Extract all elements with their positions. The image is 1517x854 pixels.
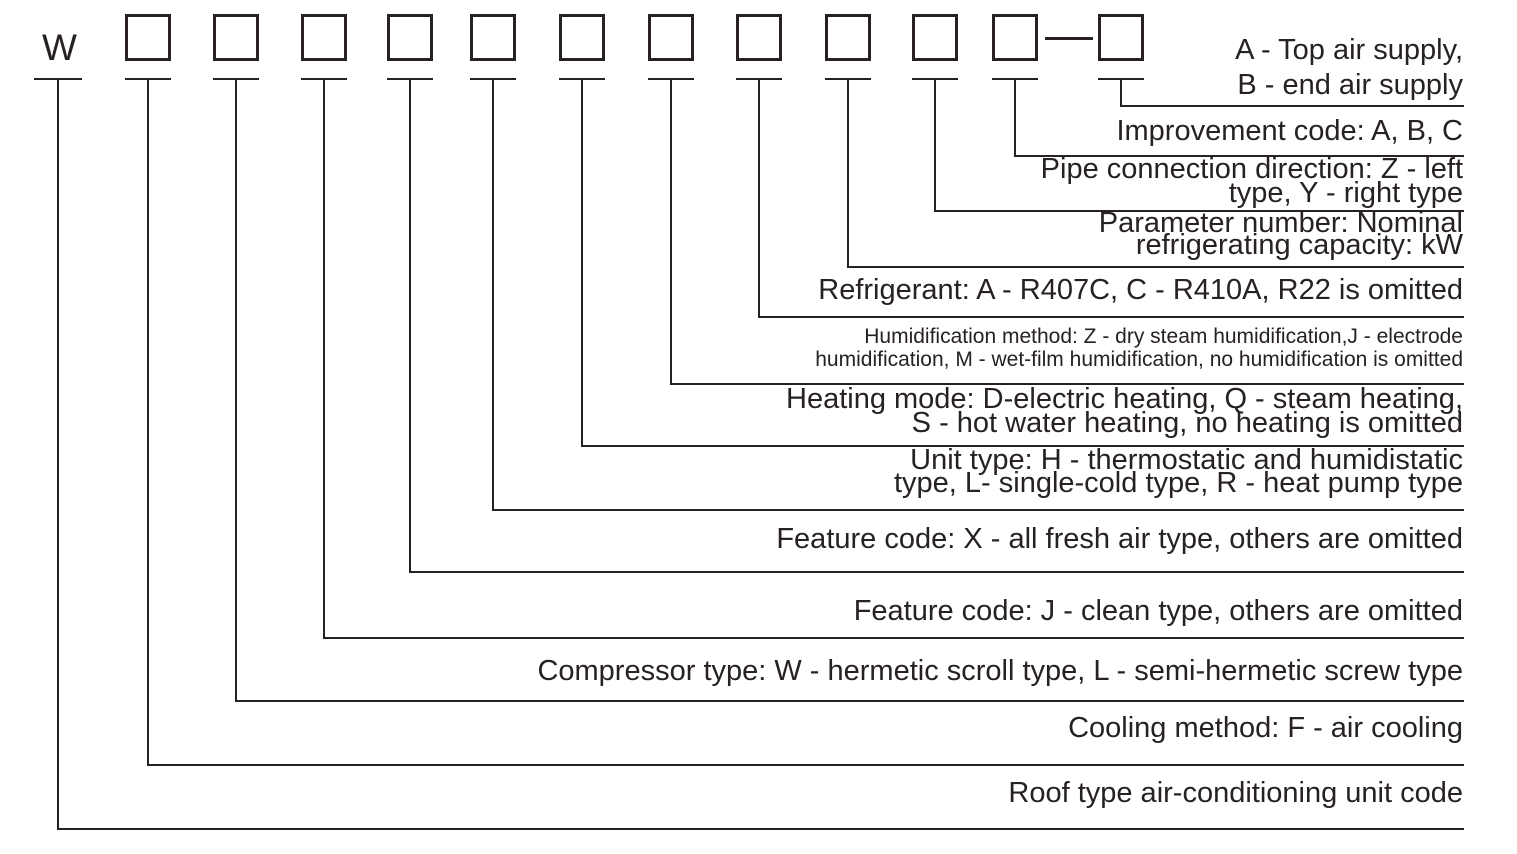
label-humidification-method: Humidification method: Z - dry steam hum… (815, 325, 1463, 371)
tick-bar-1 (125, 78, 171, 80)
label-refrigerant: Refrigerant: A - R407C, C - R410A, R22 i… (818, 276, 1463, 305)
label-air-supply-line2: B - end air supply (1237, 69, 1463, 101)
label-heating-mode: Heating mode: D-electric heating, Q - st… (786, 383, 1463, 439)
label-cooling-method-line1: Cooling method: F - air cooling (1068, 712, 1463, 744)
label-compressor-type-line1: Compressor type: W - hermetic scroll typ… (537, 655, 1463, 687)
code-box-7 (648, 14, 694, 61)
connector-line-12 (1120, 80, 1464, 107)
label-feature-code-x-line1: Feature code: X - all fresh air type, ot… (776, 523, 1463, 555)
code-box-2 (213, 14, 259, 61)
code-box-9 (825, 14, 871, 61)
connector-line-11 (1014, 80, 1464, 157)
code-box-1 (125, 14, 171, 61)
tick-bar-9 (825, 78, 871, 80)
label-improvement-code-line1: Improvement code: A, B, C (1116, 115, 1463, 147)
label-roof-type-code-line1: Roof type air-conditioning unit code (1008, 777, 1463, 809)
code-box-4 (387, 14, 433, 61)
tick-bar-6 (559, 78, 605, 80)
tick-bar-8 (736, 78, 782, 80)
code-box-12 (1098, 14, 1144, 61)
tick-bar-7 (648, 78, 694, 80)
connector-line-4 (409, 80, 1464, 573)
label-unit-type-line2: type, L- single-cold type, R - heat pump… (893, 467, 1463, 499)
code-box-11 (992, 14, 1038, 61)
label-pipe-connection-line2: type, Y - right type (1228, 177, 1463, 209)
tick-bar-prefix (34, 78, 82, 80)
connector-line-3 (323, 80, 1464, 639)
tick-bar-4 (387, 78, 433, 80)
code-box-10 (912, 14, 958, 61)
tick-bar-10 (912, 78, 958, 80)
code-box-8 (736, 14, 782, 61)
code-box-6 (559, 14, 605, 61)
label-air-supply: A - Top air supply, B - end air supply (1235, 33, 1463, 103)
label-feature-code-j: Feature code: J - clean type, others are… (854, 597, 1463, 626)
connector-line-10 (934, 80, 1464, 212)
code-box-3 (301, 14, 347, 61)
label-parameter-number-line1: Parameter number: Nominal (1098, 207, 1463, 239)
label-pipe-connection: Pipe connection direction: Z - left type… (1040, 153, 1463, 209)
label-humidification-method-line1: Humidification method: Z - dry steam hum… (864, 325, 1463, 348)
connector-line-9 (847, 80, 1464, 268)
tick-bar-12 (1098, 78, 1144, 80)
tick-bar-2 (213, 78, 259, 80)
connector-line-2 (235, 80, 1464, 702)
connector-line-7 (670, 80, 1464, 385)
label-refrigerant-line1: Refrigerant: A - R407C, C - R410A, R22 i… (818, 274, 1463, 306)
label-unit-type: Unit type: H - thermostatic and humidist… (893, 444, 1463, 499)
connector-line-1 (147, 80, 1464, 766)
label-parameter-number: Parameter number: Nominal refrigerating … (1098, 207, 1463, 261)
code-prefix-letter: W (42, 27, 77, 68)
connector-line-5 (492, 80, 1464, 511)
tick-bar-5 (470, 78, 516, 80)
separator-dash (1045, 37, 1093, 40)
label-cooling-method: Cooling method: F - air cooling (1068, 714, 1463, 743)
connector-line-8 (758, 80, 1464, 318)
code-box-5 (470, 14, 516, 61)
label-pipe-connection-line1: Pipe connection direction: Z - left (1040, 153, 1463, 185)
label-roof-type-code: Roof type air-conditioning unit code (1008, 779, 1463, 808)
label-improvement-code: Improvement code: A, B, C (1116, 117, 1463, 146)
label-feature-code-j-line1: Feature code: J - clean type, others are… (853, 595, 1463, 627)
label-feature-code-x: Feature code: X - all fresh air type, ot… (776, 525, 1463, 554)
connector-line-6 (581, 80, 1464, 447)
label-parameter-number-line2: refrigerating capacity: kW (1135, 229, 1463, 261)
label-air-supply-line1: A - Top air supply, (1235, 34, 1463, 66)
tick-bar-3 (301, 78, 347, 80)
label-humidification-method-line2: humidification, M - wet-film humidificat… (815, 348, 1463, 371)
label-heating-mode-line1: Heating mode: D-electric heating, Q - st… (786, 383, 1463, 415)
label-compressor-type: Compressor type: W - hermetic scroll typ… (537, 657, 1463, 686)
tick-bar-11 (992, 78, 1038, 80)
label-unit-type-line1: Unit type: H - thermostatic and humidist… (910, 444, 1463, 476)
connector-line-prefix (57, 80, 1464, 830)
label-heating-mode-line2: S - hot water heating, no heating is omi… (911, 407, 1463, 439)
